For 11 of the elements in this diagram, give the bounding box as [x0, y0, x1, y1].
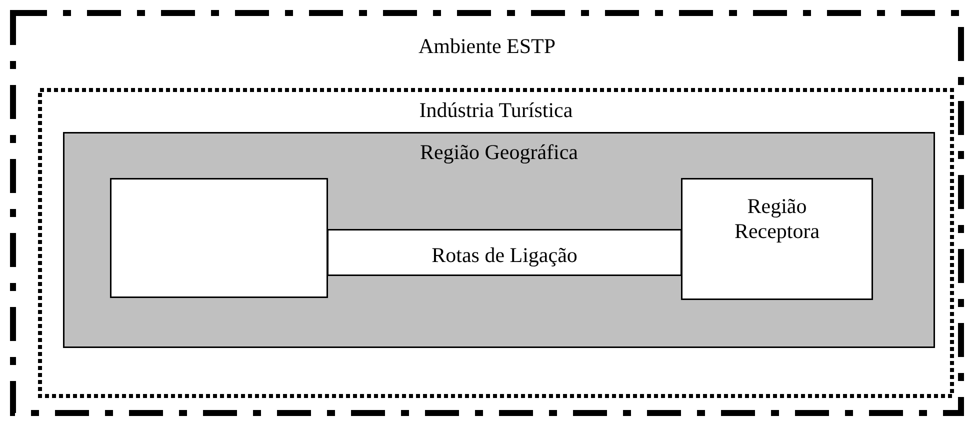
industry-frame [38, 88, 954, 398]
region-box [110, 178, 328, 298]
region-label: Região Receptora [733, 194, 821, 244]
region-box [681, 178, 873, 300]
region-label: Região Geográfica [418, 140, 579, 165]
region-label: Ambiente ESTP [417, 34, 557, 59]
region-panel [63, 132, 935, 348]
environment-frame [10, 10, 964, 416]
region-label: Rotas de Ligação [430, 243, 578, 268]
region-box [327, 229, 682, 276]
region-label: Indústria Turística [418, 98, 574, 123]
